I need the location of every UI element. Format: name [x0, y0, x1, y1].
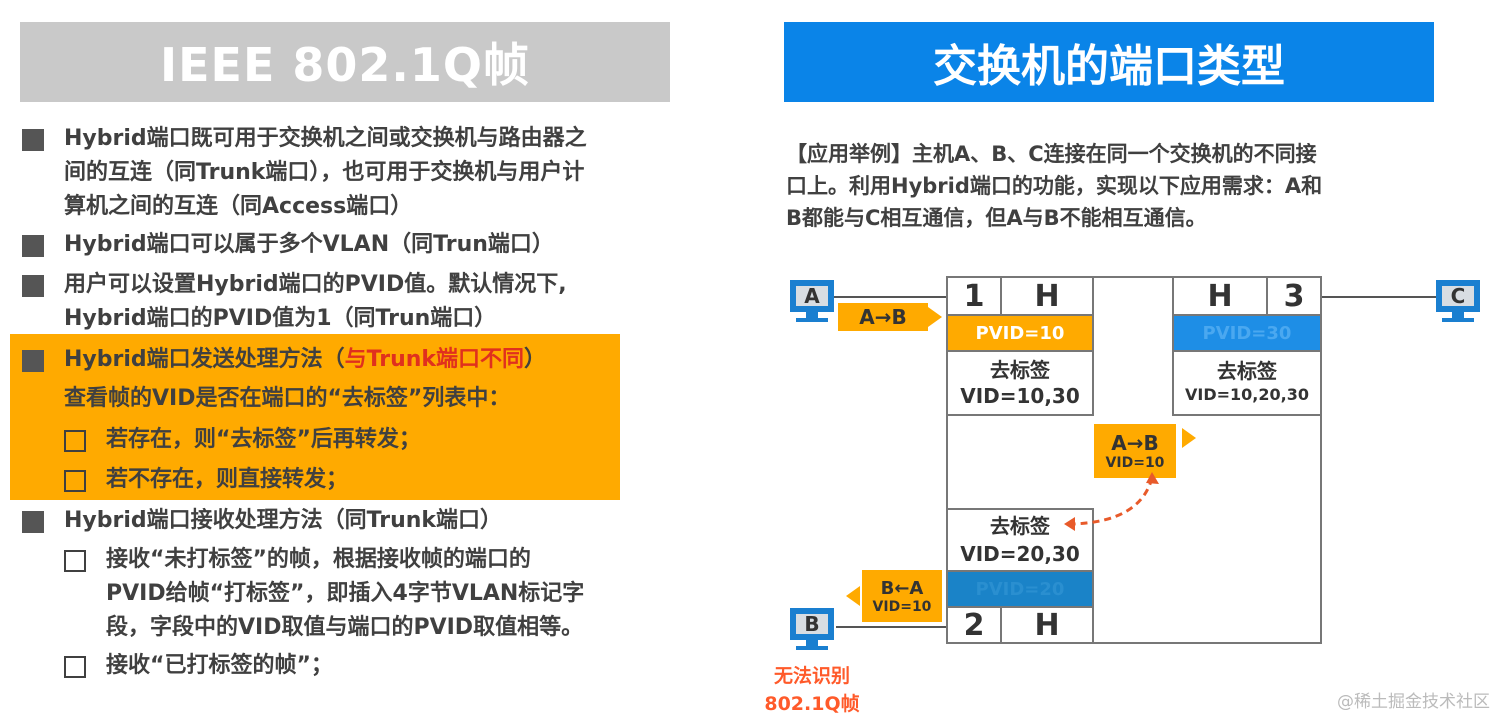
- port1-pvid: PVID=10: [946, 314, 1094, 352]
- bullet5-c1-line2: PVID给帧“打标签”，即插入4字节VLAN标记字: [106, 581, 585, 606]
- checkbox-icon: [64, 430, 86, 452]
- port2-number: 2: [946, 606, 1002, 644]
- frame-tag-ab2-label: A→B: [1111, 431, 1159, 455]
- port1-mode: H: [1000, 276, 1094, 316]
- frame-tag-ab1: A→B: [838, 303, 928, 331]
- bullet4-c1: 若存在，则“去标签”后再转发；: [106, 427, 421, 452]
- port2-untag: 去标签: [990, 514, 1050, 538]
- bullet2: Hybrid端口可以属于多个VLAN（同Trun端口）: [64, 232, 554, 257]
- host-c-icon: C: [1436, 280, 1480, 324]
- port3-number: 3: [1266, 276, 1322, 316]
- bullet-square: [22, 350, 44, 372]
- port1-number: 1: [946, 276, 1002, 316]
- bullet3-line2: Hybrid端口的PVID值为1（同Trun端口）: [64, 306, 497, 331]
- arrow-left-icon: [846, 586, 860, 606]
- bullet4-prefix: Hybrid端口发送处理方法（: [64, 347, 345, 372]
- watermark: @稀土掘金技术社区: [1337, 692, 1490, 712]
- host-a-label: A: [796, 284, 828, 308]
- host-c-label: C: [1442, 284, 1474, 308]
- dashed-curve-arrow-icon: [1064, 472, 1159, 531]
- checkbox-icon: [64, 470, 86, 492]
- host-b-icon: B: [790, 608, 834, 652]
- link-b: [836, 626, 946, 628]
- frame-tag-ba: B←A VID=10: [862, 570, 942, 622]
- port3-vid: VID=10,20,30: [1185, 385, 1309, 404]
- bullet4: Hybrid端口发送处理方法（与Trunk端口不同）: [64, 343, 546, 377]
- cannot-line1: 无法识别: [773, 665, 850, 687]
- bullet-square: [22, 275, 44, 297]
- port2-pvid: PVID=20: [946, 570, 1094, 608]
- port3-pvid: PVID=30: [1172, 314, 1322, 352]
- bullet4-sub: 查看帧的VID是否在端口的“去标签”列表中：: [64, 386, 511, 411]
- port2-vid: VID=20,30: [960, 542, 1080, 566]
- highlight-block: [10, 334, 620, 500]
- left-title: IEEE 802.1Q帧: [20, 22, 670, 102]
- port1-untag-box: 去标签 VID=10,30: [946, 350, 1094, 416]
- port3-untag: 去标签: [1217, 359, 1277, 383]
- checkbox-icon: [64, 656, 86, 678]
- example-line2: 口上。利用Hybrid端口的功能，实现以下应用需求：A和: [786, 174, 1323, 198]
- port2-mode: H: [1000, 606, 1094, 644]
- frame-tag-ba-vid: VID=10: [872, 598, 932, 615]
- frame-tag-ba-label: B←A: [880, 577, 924, 599]
- port3-untag-box: 去标签 VID=10,20,30: [1172, 350, 1322, 416]
- link-a: [832, 296, 946, 298]
- arrow-right-icon: [1182, 428, 1196, 448]
- port1-vid: VID=10,30: [960, 384, 1080, 408]
- bullet4-suffix: ）: [524, 347, 547, 372]
- bullet5-c2: 接收“已打标签的帧”；: [106, 653, 333, 678]
- bullet-square: [22, 129, 44, 151]
- bullet3-line1: 用户可以设置Hybrid端口的PVID值。默认情况下,: [64, 272, 567, 297]
- checkbox-icon: [64, 550, 86, 572]
- bullet1-line2: 间的互连（同Trunk端口），也可用于交换机与用户计: [64, 160, 585, 185]
- frame-tag-ab2-vid: VID=10: [1105, 455, 1165, 471]
- bullet-square: [22, 235, 44, 257]
- bullet4-c2: 若不存在，则直接转发；: [106, 467, 349, 492]
- bullet1-line1: Hybrid端口既可用于交换机之间或交换机与路由器之: [64, 126, 587, 151]
- bullet5: Hybrid端口接收处理方法（同Trunk端口）: [64, 508, 503, 533]
- link-c: [1322, 296, 1436, 298]
- port3-mode: H: [1172, 276, 1268, 316]
- bullet-square: [22, 511, 44, 533]
- bullet4-red: 与Trunk端口不同: [344, 347, 525, 372]
- right-title: 交换机的端口类型: [784, 22, 1434, 102]
- bullet5-c1-line1: 接收“未打标签”的帧，根据接收帧的端口的: [106, 547, 531, 572]
- bullet1-line3: 算机之间的互连（同Access端口）: [64, 194, 413, 219]
- host-b-label: B: [796, 612, 828, 636]
- cannot-recognize-label: 无法识别 802.1Q帧: [750, 662, 874, 718]
- example-line1: 【应用举例】主机A、B、C连接在同一个交换机的不同接: [786, 142, 1317, 166]
- port1-untag: 去标签: [990, 358, 1050, 382]
- frame-tag-ab2: A→B VID=10: [1094, 424, 1176, 478]
- arrow-right-icon: [928, 307, 942, 327]
- bullet5-c1-line3: 段，字段中的VID取值与端口的PVID取值相等。: [106, 615, 584, 640]
- host-a-icon: A: [790, 280, 834, 324]
- example-line3: B都能与C相互通信，但A与B不能相互通信。: [786, 206, 1207, 230]
- cannot-line2: 802.1Q帧: [764, 693, 860, 715]
